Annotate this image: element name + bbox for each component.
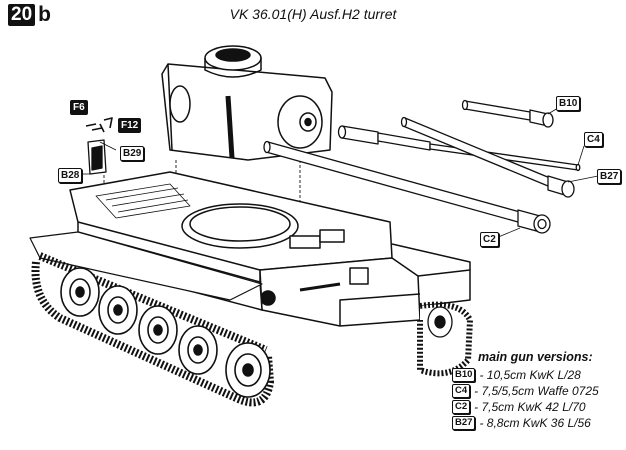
track-and-wheels xyxy=(31,252,473,407)
callout-c4: C4 xyxy=(584,132,603,147)
gun-version-label: - 7,5cm KwK 42 L/70 xyxy=(474,400,586,414)
turret xyxy=(161,45,333,161)
gun-versions-legend: main gun versions: B10 - 10,5cm KwK L/28… xyxy=(452,350,622,432)
gun-versions-title: main gun versions: xyxy=(478,350,593,364)
hull xyxy=(29,171,471,327)
gun-version-code: C2 xyxy=(452,400,471,414)
step-number: 20 xyxy=(8,4,36,26)
callout-f12: F12 xyxy=(118,118,142,133)
gun-version-row: C4 - 7,5/5,5cm Waffe 0725 xyxy=(452,384,622,398)
gun-version-code: B10 xyxy=(452,368,476,382)
callout-b27: B27 xyxy=(597,169,622,184)
gun-barrels xyxy=(263,99,581,234)
gun-version-label: - 7,5/5,5cm Waffe 0725 xyxy=(474,384,599,398)
callout-f6: F6 xyxy=(70,100,88,115)
gun-version-row: B10 - 10,5cm KwK L/28 xyxy=(452,368,622,382)
step-suffix: b xyxy=(38,3,51,26)
step-marker: 20 b xyxy=(8,4,51,26)
gun-version-code: B27 xyxy=(452,416,476,430)
callout-b28: B28 xyxy=(58,168,83,183)
page-title: VK 36.01(H) Ausf.H2 turret xyxy=(229,6,397,22)
gun-version-label: - 10,5cm KwK L/28 xyxy=(479,368,581,382)
gun-version-code: C4 xyxy=(452,384,471,398)
callout-b29: B29 xyxy=(120,146,145,161)
gun-version-row: B27 - 8,8cm KwK 36 L/56 xyxy=(452,416,622,430)
callout-c2: C2 xyxy=(480,232,499,247)
gun-version-row: C2 - 7,5cm KwK 42 L/70 xyxy=(452,400,622,414)
gun-version-label: - 8,8cm KwK 36 L/56 xyxy=(479,416,591,430)
callout-b10: B10 xyxy=(556,96,581,111)
small-parts xyxy=(85,117,113,175)
